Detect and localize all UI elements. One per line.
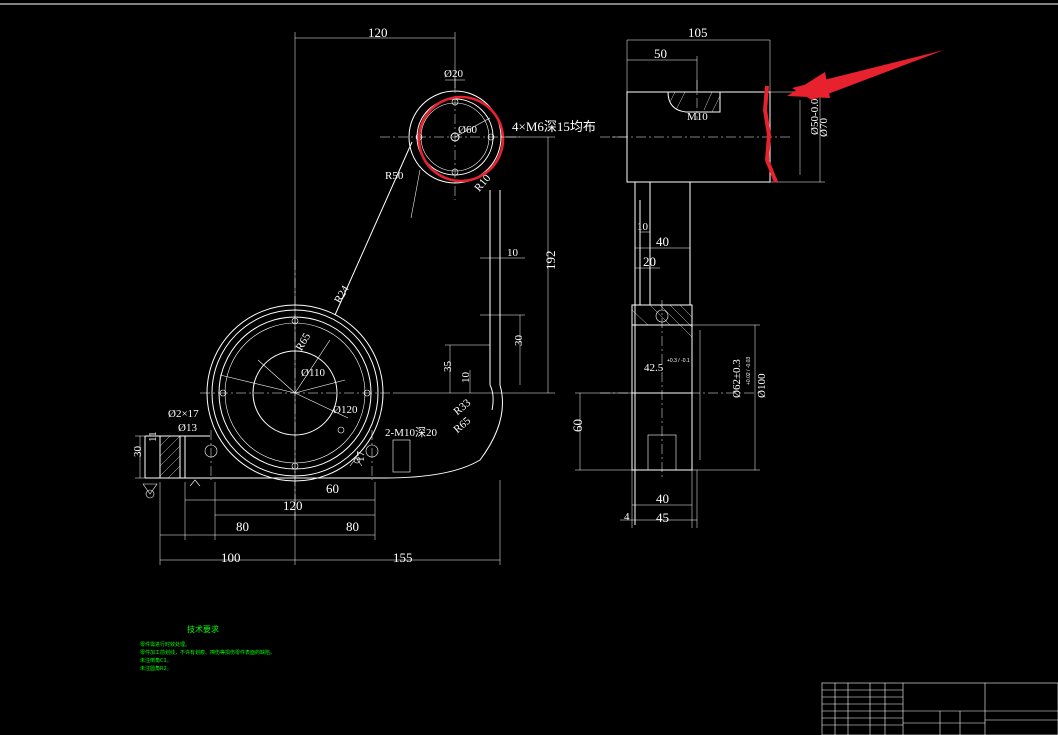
dim-side-10: 10 bbox=[637, 221, 649, 233]
dim-120-top: 120 bbox=[368, 25, 388, 40]
hole-note: 2-M10深20 bbox=[385, 426, 437, 439]
dim-17: 17 bbox=[355, 451, 367, 463]
dim-side-phi70: Ø70 bbox=[818, 118, 830, 137]
dim-r24: R24 bbox=[332, 283, 352, 305]
dim-10-a: 10 bbox=[507, 247, 519, 259]
dim-side-50: 50 bbox=[654, 46, 667, 61]
highlight-circle bbox=[417, 95, 505, 183]
dim-r50: R50 bbox=[385, 170, 404, 182]
tech-req-title: 技术要求 bbox=[187, 624, 219, 634]
dim-side-tol42: +0.3 / -0.1 bbox=[667, 358, 690, 364]
dim-side-phi100: Ø100 bbox=[756, 373, 768, 398]
dim-30-left: 30 bbox=[132, 446, 144, 458]
dim-192: 192 bbox=[543, 251, 558, 271]
dim-side-4: 4 bbox=[624, 511, 630, 523]
highlight-mark bbox=[762, 85, 778, 183]
dim-phi120: Ø120 bbox=[333, 404, 358, 416]
dim-side-20: 20 bbox=[643, 254, 656, 269]
dim-phi13: Ø13 bbox=[178, 422, 197, 434]
dim-phi20: Ø20 bbox=[444, 68, 463, 80]
dim-side-40: 40 bbox=[656, 234, 669, 249]
dim-side-42: 42.5 bbox=[644, 362, 664, 374]
dim-side-60: 60 bbox=[570, 419, 585, 432]
dim-120-bottom: 120 bbox=[283, 498, 303, 513]
dim-155: 155 bbox=[393, 550, 413, 565]
dim-80-left: 80 bbox=[236, 519, 249, 534]
dim-side-105: 105 bbox=[688, 25, 708, 40]
tech-req-line-2: 零件加工前划线，不许有划痕、擦伤等损伤零件表面的缺陷。 bbox=[140, 649, 275, 656]
tech-req-line-1: 零件需进行时效处理。 bbox=[140, 641, 190, 648]
title-block bbox=[821, 682, 1058, 735]
dim-r65: R65 bbox=[294, 331, 314, 353]
dim-r33: R33 bbox=[451, 397, 473, 418]
side-view bbox=[575, 39, 825, 528]
thread-note: 4×M6深15均布 bbox=[512, 119, 596, 134]
dim-side-40-bottom: 40 bbox=[656, 491, 669, 506]
dim-side-45: 45 bbox=[656, 510, 669, 525]
tech-req-line-4: 未注圆角R2。 bbox=[140, 665, 172, 672]
dim-side-phi62: Ø62±0.3 bbox=[731, 359, 743, 398]
left-lug-hatch bbox=[159, 435, 181, 479]
dim-10-b: 10 bbox=[460, 372, 472, 384]
dim-r65-b: R65 bbox=[451, 415, 473, 436]
dim-side-m10: M10 bbox=[687, 111, 708, 123]
annotation-arrow bbox=[787, 50, 944, 100]
dim-11: 11 bbox=[147, 431, 159, 442]
dim-phi110: Ø110 bbox=[301, 367, 326, 379]
front-view bbox=[135, 32, 555, 565]
dim-100: 100 bbox=[221, 550, 241, 565]
dim-phi2x17: Ø2×17 bbox=[168, 408, 199, 420]
dim-35: 35 bbox=[442, 361, 454, 373]
tech-req-line-3: 未注倒角C1。 bbox=[140, 657, 172, 664]
dim-80-right: 80 bbox=[346, 519, 359, 534]
tech-requirements: 技术要求 零件需进行时效处理。 零件加工前划线，不许有划痕、擦伤等损伤零件表面的… bbox=[140, 624, 275, 672]
dim-30: 30 bbox=[513, 335, 525, 347]
dim-60-bottom: 60 bbox=[326, 481, 339, 496]
dim-phi60: Ø60 bbox=[458, 124, 477, 136]
front-view-labels: 120 Ø20 Ø60 4×M6深15均布 R50 R10 R24 10 192… bbox=[132, 25, 596, 565]
dim-side-tol100: +0.02 / -0.03 bbox=[746, 357, 752, 385]
